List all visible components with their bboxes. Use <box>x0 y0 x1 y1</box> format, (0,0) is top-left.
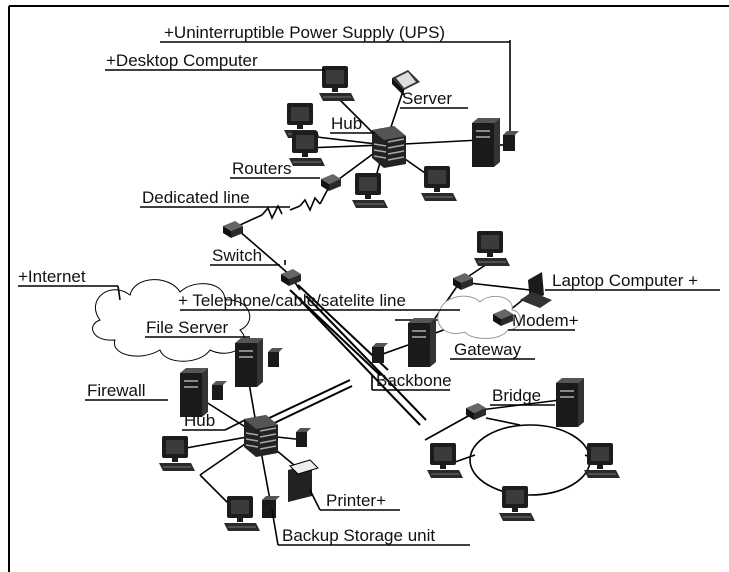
ups-icon <box>503 131 519 151</box>
dedicated-line-cable <box>240 185 330 225</box>
pc-bottom-left-icon <box>159 436 195 471</box>
label-modem: Modem+ <box>512 311 579 330</box>
label-firewall: Firewall <box>87 381 146 400</box>
label-printer: Printer+ <box>326 491 386 510</box>
router-left-icon <box>223 221 243 238</box>
pc-top-mid-icon <box>352 173 388 208</box>
label-gateway: Gateway <box>454 340 522 359</box>
bridge-tower-icon <box>556 378 584 427</box>
label-backup-storage: Backup Storage unit <box>282 526 435 545</box>
pc-bottom-icon <box>224 496 260 531</box>
label-server: Server <box>402 89 452 108</box>
gateway-icon <box>408 318 436 367</box>
hub-bottom-icon <box>244 415 278 457</box>
label-internet: +Internet <box>18 267 86 286</box>
router-icon <box>321 174 341 191</box>
file-server-icon <box>235 338 263 387</box>
hub-top-icon <box>372 126 406 168</box>
label-dedicated-line: Dedicated line <box>142 188 250 207</box>
desktop-computer-icon <box>319 66 355 101</box>
switch-icon <box>281 269 301 286</box>
server-tower-icon <box>472 118 500 167</box>
firewall-icon <box>180 368 208 417</box>
firewall-ups-icon <box>212 381 227 400</box>
label-bridge: Bridge <box>492 386 541 405</box>
pc-gateway-top-icon <box>474 231 510 266</box>
backup-storage-icon <box>262 496 280 518</box>
label-hub-top: Hub <box>331 114 362 133</box>
label-desktop-computer: +Desktop Computer <box>106 51 258 70</box>
label-file-server: File Server <box>146 318 229 337</box>
label-routers: Routers <box>232 159 292 178</box>
file-server-ups-icon <box>268 348 283 367</box>
label-ups: +Uninterruptible Power Supply (UPS) <box>164 23 445 42</box>
pc-ring-bottom-icon <box>499 486 535 521</box>
label-hub-bottom: Hub <box>184 411 215 430</box>
bridge-icon <box>466 403 486 420</box>
pc-ring-right-icon <box>584 443 620 478</box>
pc-top-left2-icon <box>289 131 325 166</box>
pc-top-right-icon <box>421 166 457 201</box>
label-switch: Switch <box>212 246 262 265</box>
label-laptop-computer: Laptop Computer + <box>552 271 698 290</box>
backbone-branch-to-hub <box>265 380 352 426</box>
ups-bottom-icon <box>296 428 311 447</box>
label-telephone-line: + Telephone/cable/satelite line <box>178 291 406 310</box>
label-backbone: Backbone <box>376 371 452 390</box>
